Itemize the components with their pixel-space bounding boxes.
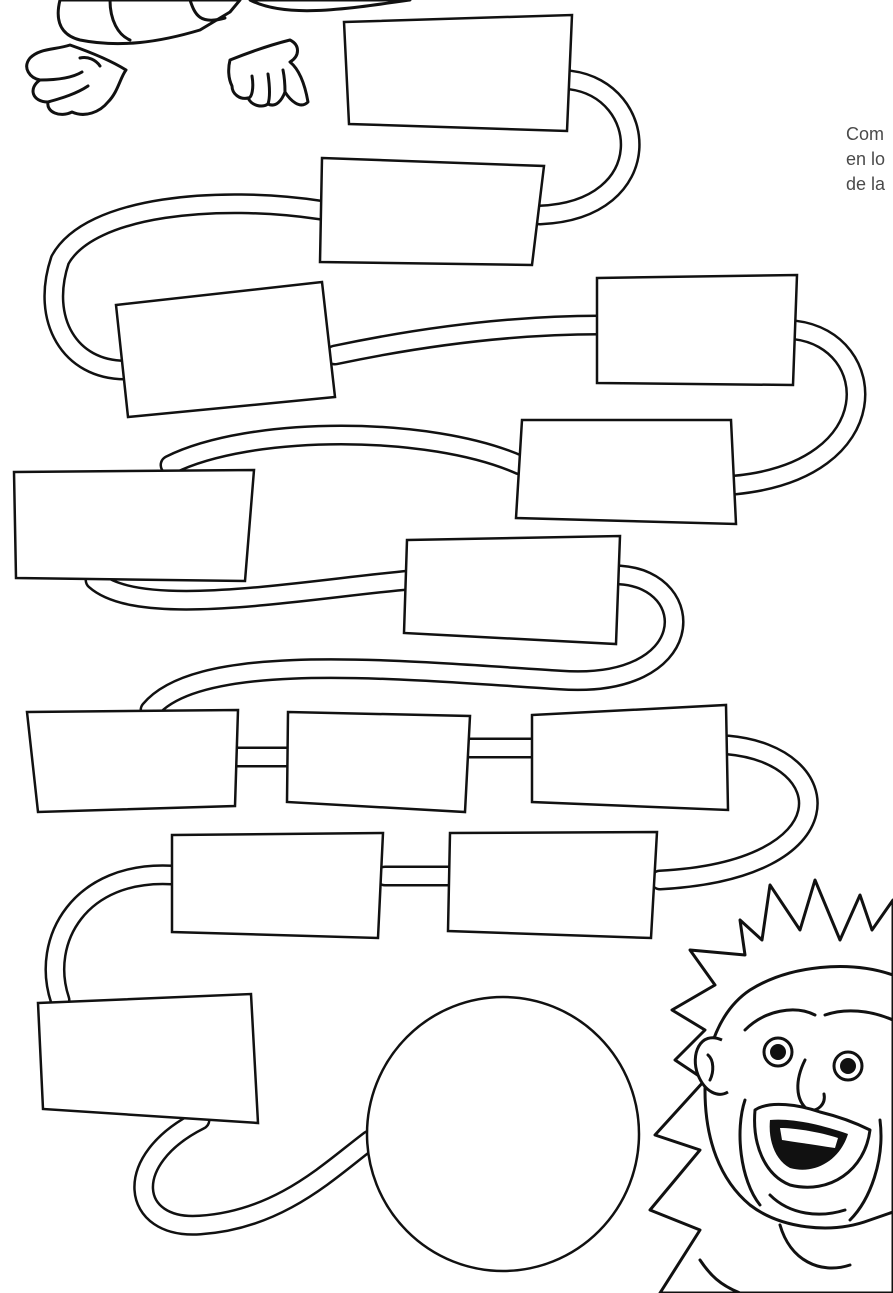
final-circle[interactable] [367,997,639,1271]
blank-box-2[interactable] [320,158,544,265]
blank-box-8[interactable] [27,710,238,812]
blank-box-12[interactable] [448,832,657,938]
blank-box-7[interactable] [404,536,620,644]
blank-box-11[interactable] [172,833,383,938]
bearded-man-icon [650,880,893,1293]
blank-box-9[interactable] [287,712,470,812]
blank-box-13[interactable] [38,994,258,1123]
blank-box-5[interactable] [516,420,736,524]
blank-box-3[interactable] [116,282,335,417]
blank-box-4[interactable] [597,275,797,385]
blank-box-6[interactable] [14,470,254,581]
blank-box-1[interactable] [344,15,572,131]
blank-box-10[interactable] [532,705,728,810]
